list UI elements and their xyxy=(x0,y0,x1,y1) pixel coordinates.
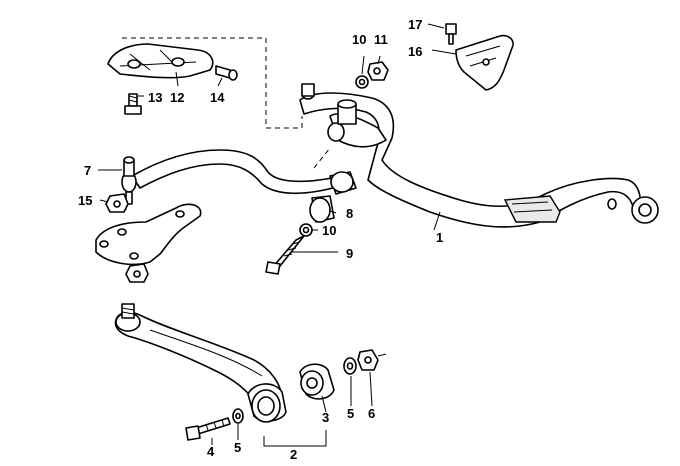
callout-15: 15 xyxy=(78,193,92,208)
callout-6: 6 xyxy=(368,406,375,421)
callout-5-right: 5 xyxy=(347,406,354,421)
callout-5-left: 5 xyxy=(234,440,241,455)
callout-10-middle: 10 xyxy=(322,223,336,238)
callout-16: 16 xyxy=(408,44,422,59)
heat-shield-16 xyxy=(455,34,514,91)
callout-3: 3 xyxy=(322,410,329,425)
callout-labels: 1 2 3 4 5 5 6 7 8 9 10 10 11 12 13 14 15… xyxy=(78,17,443,462)
leader-lines xyxy=(98,23,457,447)
stabilizer-link xyxy=(121,149,341,205)
screw-14 xyxy=(215,65,238,81)
mounting-plate xyxy=(95,203,202,266)
callout-8: 8 xyxy=(346,206,353,221)
nut-6 xyxy=(357,349,387,371)
nut-15 xyxy=(105,193,129,213)
arm-bushing xyxy=(247,383,287,423)
bolt-13 xyxy=(124,93,142,115)
bolt-4 xyxy=(185,417,231,441)
callout-14: 14 xyxy=(210,90,225,105)
nut-lower xyxy=(125,263,149,283)
callout-11: 11 xyxy=(374,32,388,47)
stabilizer-bar xyxy=(299,83,659,228)
rubber-mount xyxy=(329,171,357,195)
washer-10-middle xyxy=(299,223,313,237)
callout-1: 1 xyxy=(436,230,443,245)
callout-7: 7 xyxy=(84,163,91,178)
rubber-bushing-3 xyxy=(299,363,335,400)
nut-11 xyxy=(367,61,389,81)
bolt-9 xyxy=(265,235,305,275)
washer-5-left xyxy=(232,408,244,424)
washer-5-right xyxy=(343,357,357,375)
washer-10-top xyxy=(355,75,369,89)
callout-12: 12 xyxy=(170,90,184,105)
callout-4: 4 xyxy=(207,444,215,459)
screw-17 xyxy=(445,23,457,45)
callout-10-top: 10 xyxy=(352,32,366,47)
mounting-bracket xyxy=(107,43,214,79)
control-arm xyxy=(114,303,283,405)
callout-17: 17 xyxy=(408,17,422,32)
callout-9: 9 xyxy=(346,246,353,261)
callout-13: 13 xyxy=(148,90,162,105)
callout-2: 2 xyxy=(290,447,297,461)
rubber-bushing-8 xyxy=(309,195,335,223)
